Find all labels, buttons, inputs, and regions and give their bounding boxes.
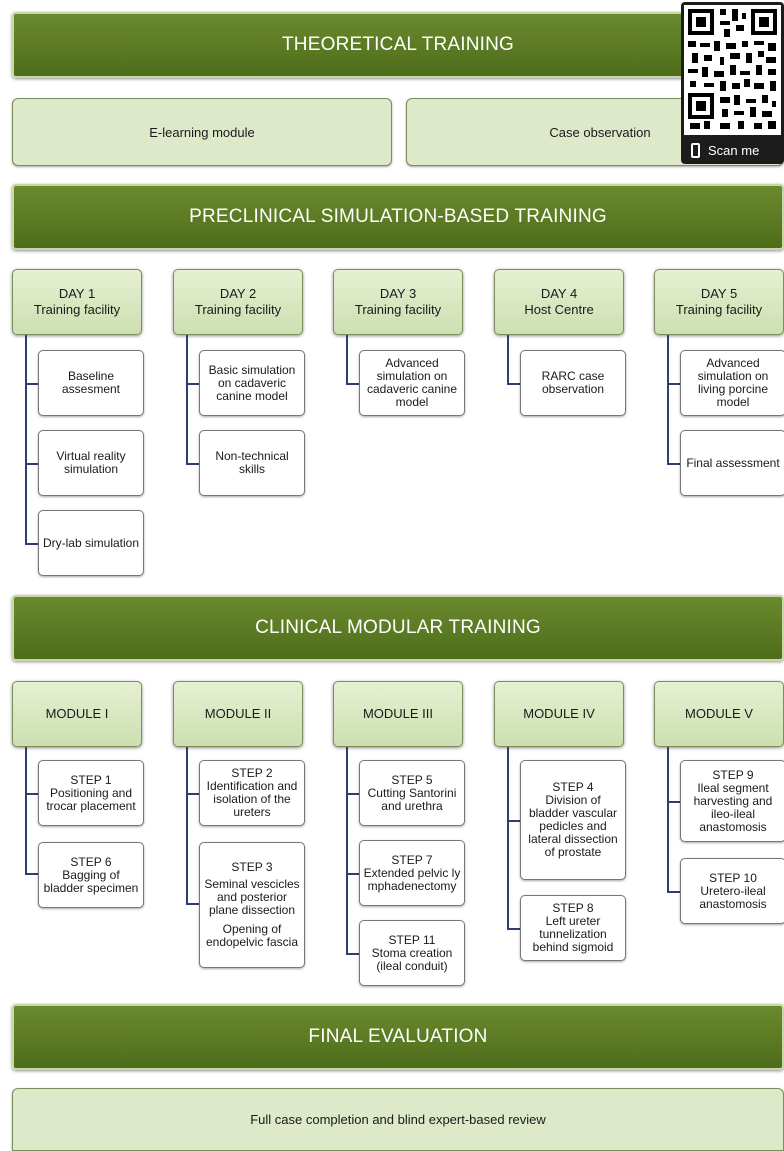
connector xyxy=(25,335,27,545)
connector xyxy=(346,383,359,385)
connector xyxy=(186,463,199,465)
module-1-header: MODULE I xyxy=(12,681,142,747)
connector xyxy=(25,543,38,545)
connector xyxy=(667,891,680,893)
theoretical-training-banner: THEORETICAL TRAINING xyxy=(12,12,784,78)
connector xyxy=(346,873,359,875)
theoretical-training-title: THEORETICAL TRAINING xyxy=(281,34,515,55)
module-3-step: STEP 11 Stoma creation (ileal conduit) xyxy=(359,920,465,986)
connector xyxy=(667,747,669,893)
connector xyxy=(507,928,520,930)
connector xyxy=(186,747,188,905)
module-2-step: STEP 2 Identification and isolation of t… xyxy=(199,760,305,826)
qr-code-pattern xyxy=(684,5,781,135)
day-5-header: DAY 5 Training facility xyxy=(654,269,784,335)
module-4-step: STEP 8 Left ureter tunnelization behind … xyxy=(520,895,626,961)
day-1-item: Baseline assesment xyxy=(38,350,144,416)
connector xyxy=(507,335,509,385)
day-4-header: DAY 4 Host Centre xyxy=(494,269,624,335)
module-5-header: MODULE V xyxy=(654,681,784,747)
day-1-item: Dry-lab simulation xyxy=(38,510,144,576)
e-learning-module-box: E-learning module xyxy=(12,98,392,166)
connector xyxy=(346,793,359,795)
module-2-header: MODULE II xyxy=(173,681,303,747)
connector xyxy=(346,335,348,385)
day-2-header: DAY 2 Training facility xyxy=(173,269,303,335)
final-review-box: Full case completion and blind expert-ba… xyxy=(12,1088,784,1151)
day-1-item: Virtual reality simulation xyxy=(38,430,144,496)
clinical-training-title: CLINICAL MODULAR TRAINING xyxy=(255,617,541,638)
module-4-header: MODULE IV xyxy=(494,681,624,747)
final-evaluation-title: FINAL EVALUATION xyxy=(308,1026,488,1047)
day-2-item: Non-technical skills xyxy=(199,430,305,496)
day-5-item: Advanced simulation on living porcine mo… xyxy=(680,350,784,416)
connector xyxy=(346,953,359,955)
module-3-header: MODULE III xyxy=(333,681,463,747)
day-5-item: Final assessment xyxy=(680,430,784,496)
connector xyxy=(186,335,188,465)
connector xyxy=(667,801,680,803)
clinical-training-banner: CLINICAL MODULAR TRAINING xyxy=(12,595,784,661)
preclinical-training-banner: PRECLINICAL SIMULATION-BASED TRAINING xyxy=(12,184,784,250)
connector xyxy=(25,463,38,465)
day-3-item: Advanced simulation on cadaveric canine … xyxy=(359,350,465,416)
module-5-step: STEP 10 Uretero-ileal anastomosis xyxy=(680,858,784,924)
connector xyxy=(507,820,520,822)
connector xyxy=(507,747,509,930)
connector xyxy=(667,463,680,465)
qr-caption: Scan me xyxy=(681,138,784,162)
connector xyxy=(25,383,38,385)
module-5-step: STEP 9 Ileal segment harvesting and ileo… xyxy=(680,760,784,842)
qr-code[interactable]: Scan me xyxy=(681,2,784,164)
connector xyxy=(667,335,669,465)
day-2-item: Basic simulation on cadaveric canine mod… xyxy=(199,350,305,416)
connector xyxy=(186,903,199,905)
day-1-header: DAY 1 Training facility xyxy=(12,269,142,335)
connector xyxy=(186,793,199,795)
phone-icon xyxy=(691,142,700,158)
module-1-step: STEP 6 Bagging of bladder specimen xyxy=(38,842,144,908)
connector xyxy=(25,747,27,875)
connector xyxy=(25,793,38,795)
connector xyxy=(25,873,38,875)
day-4-item: RARC case observation xyxy=(520,350,626,416)
connector xyxy=(346,747,348,955)
connector xyxy=(667,383,680,385)
module-4-step: STEP 4 Division of bladder vascular pedi… xyxy=(520,760,626,880)
module-2-step: STEP 3 Seminal vescicles and posterior p… xyxy=(199,842,305,968)
day-3-header: DAY 3 Training facility xyxy=(333,269,463,335)
module-3-step: STEP 7 Extended pelvic lymphadenectomy xyxy=(359,840,465,906)
final-evaluation-banner: FINAL EVALUATION xyxy=(12,1004,784,1070)
module-1-step: STEP 1 Positioning and trocar placement xyxy=(38,760,144,826)
connector xyxy=(507,383,520,385)
connector xyxy=(186,383,199,385)
preclinical-training-title: PRECLINICAL SIMULATION-BASED TRAINING xyxy=(189,206,607,227)
module-3-step: STEP 5 Cutting Santorini and urethra xyxy=(359,760,465,826)
